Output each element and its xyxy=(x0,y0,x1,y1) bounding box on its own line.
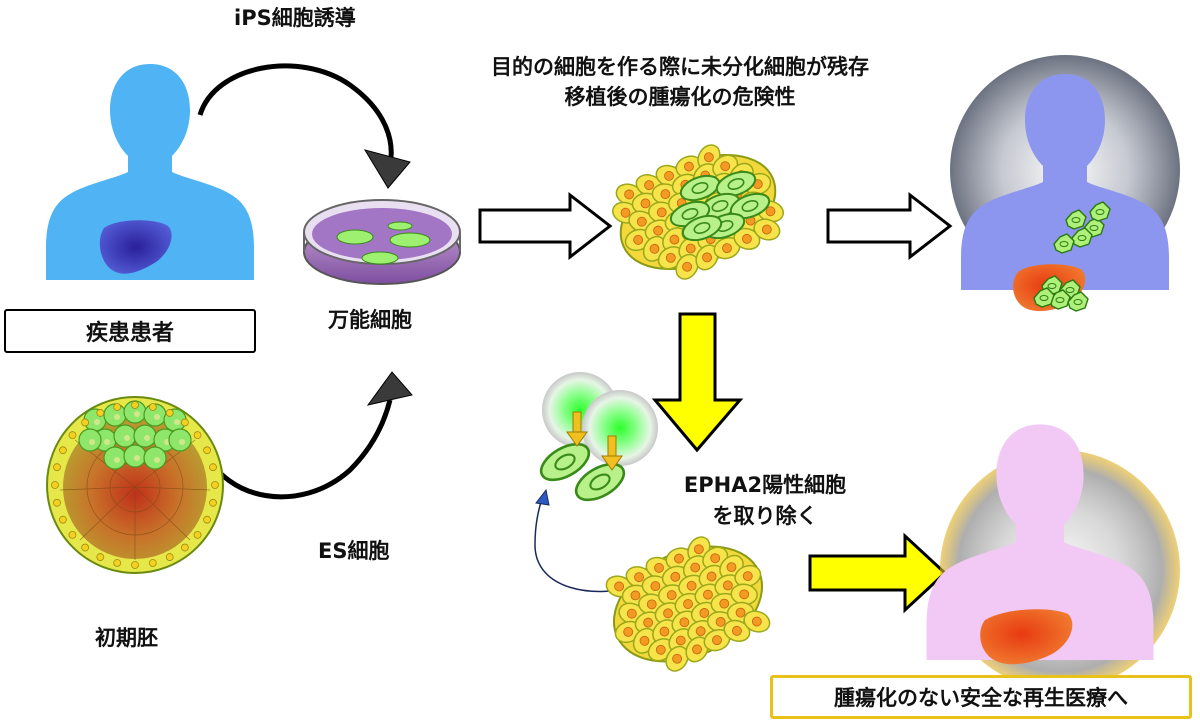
separation-arrow xyxy=(534,488,641,593)
process-arrow-1 xyxy=(478,191,613,261)
patient-figure xyxy=(46,64,254,280)
pluripotent-cell-label: 万能細胞 xyxy=(328,308,412,332)
epha2-line-1: EPHA2陽性細胞 xyxy=(683,473,847,497)
epha2-line-2: を取り除く xyxy=(712,504,818,528)
tumor-risk-line-1: 目的の細胞を作る際に未分化細胞が残存 xyxy=(491,55,869,79)
tumor-risk-figure xyxy=(950,55,1180,312)
process-arrow-2 xyxy=(826,191,953,261)
removal-arrow xyxy=(651,312,744,453)
antibody-arrow xyxy=(566,411,623,471)
early-embryo xyxy=(46,396,224,574)
mixed-cell-cluster xyxy=(609,140,787,284)
tumor-risk-note: 目的の細胞を作る際に未分化細胞が残存 移植後の腫瘍化の危険性 xyxy=(400,52,960,112)
petri-dish xyxy=(303,199,461,285)
healthy-liver xyxy=(980,609,1073,665)
purified-cell-cluster xyxy=(603,532,774,676)
es-derivation-arrow xyxy=(202,371,413,500)
safe-outcome-figure xyxy=(926,424,1180,690)
early-embryo-label: 初期胚 xyxy=(95,626,158,650)
trophoblast-ring xyxy=(51,401,219,569)
patient-liver xyxy=(99,220,172,274)
colony-cells xyxy=(336,221,431,265)
tumor-risk-line-2: 移植後の腫瘍化の危険性 xyxy=(564,85,796,109)
es-cell-label: ES細胞 xyxy=(318,539,390,563)
ips-induction-arrow xyxy=(197,63,411,189)
outcome-label: 腫瘍化のない安全な再生医療へ xyxy=(770,675,1192,719)
ips-induction-label: iPS細胞誘導 xyxy=(234,6,356,30)
epha2-removal-note: EPHA2陽性細胞 を取り除く xyxy=(640,470,890,532)
patient-label: 疾患患者 xyxy=(4,309,256,353)
inner-cell-mass xyxy=(78,400,192,470)
removed-epha2-cells xyxy=(533,372,658,509)
teratoma-cells xyxy=(1033,201,1111,312)
outcome-arrow xyxy=(808,532,948,614)
